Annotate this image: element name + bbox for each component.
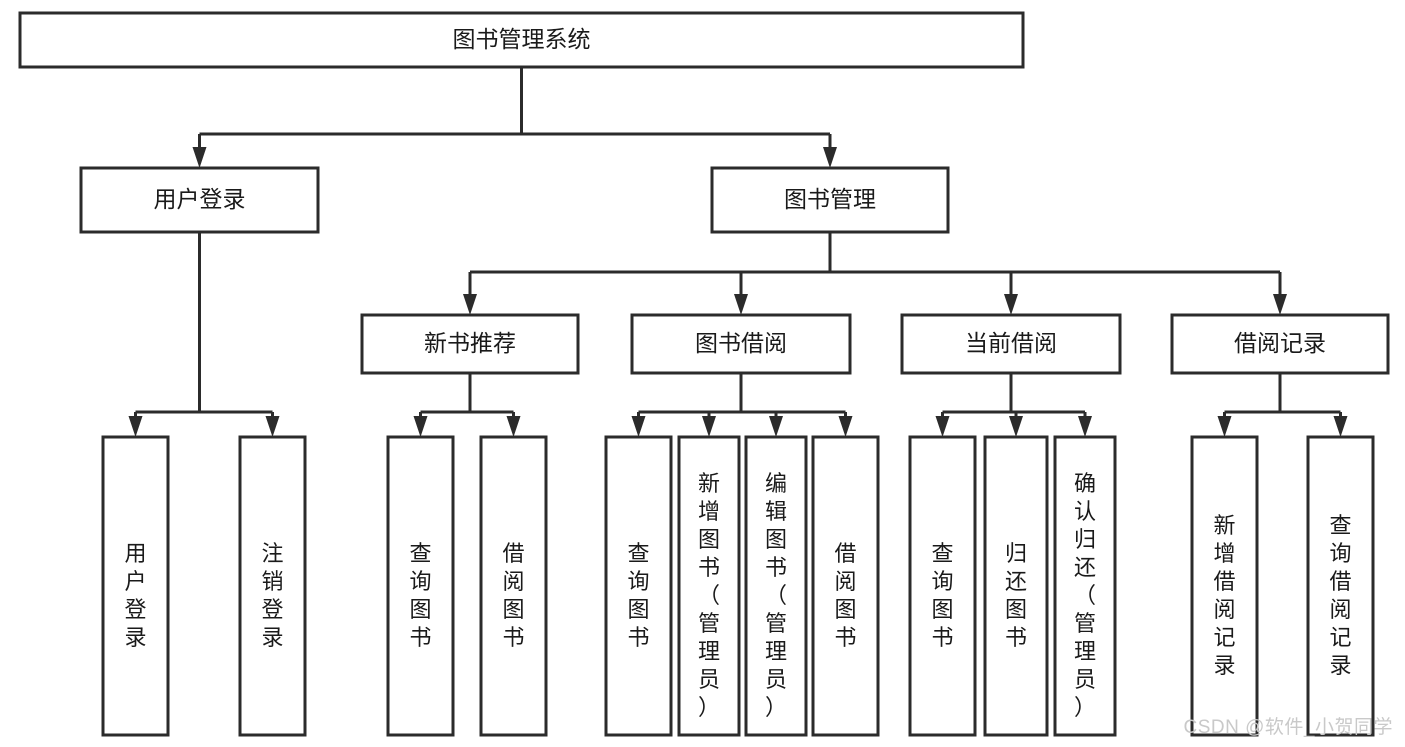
- conn-user-login-arrow-1: [265, 416, 280, 437]
- node-leaf-query-record-box[interactable]: [1306, 435, 1375, 737]
- node-current-borrow[interactable]: 当前借阅: [900, 313, 1122, 375]
- node-user-login-box[interactable]: [79, 166, 320, 234]
- node-book-manage-label: 图书管理: [784, 186, 876, 212]
- node-leaf-confirm-return[interactable]: 确认归还（管理员）: [1053, 435, 1117, 737]
- conn-book-manage-arrow-3: [1273, 294, 1287, 315]
- node-leaf-add-record[interactable]: 新增借阅记录: [1190, 435, 1259, 737]
- conn-book-manage-arrow-2: [1004, 294, 1018, 315]
- node-leaf-query-record[interactable]: 查询借阅记录: [1306, 435, 1375, 737]
- node-leaf-query-book-2[interactable]: 查询图书: [604, 435, 673, 737]
- node-leaf-query-book-1-label: 查询图书: [409, 541, 431, 650]
- node-leaf-edit-book-box[interactable]: [744, 435, 808, 737]
- conn-borrow-record-arrow-1: [1333, 416, 1348, 437]
- node-book-borrow-label: 图书借阅: [695, 330, 787, 356]
- node-leaf-return-book[interactable]: 归还图书: [983, 435, 1049, 737]
- node-leaf-user-login-box[interactable]: [101, 435, 170, 737]
- node-leaf-return-book-label: 归还图书: [1005, 541, 1027, 650]
- node-book-borrow-box[interactable]: [630, 313, 852, 375]
- node-leaf-borrow-book-2[interactable]: 借阅图书: [811, 435, 880, 737]
- node-leaf-query-book-3-box[interactable]: [908, 435, 977, 737]
- node-leaf-confirm-return-box[interactable]: [1053, 435, 1117, 737]
- node-leaf-user-login-label: 用户登录: [124, 541, 146, 650]
- conn-book-borrow-arrow-2: [769, 416, 783, 437]
- node-leaf-query-record-label: 查询借阅记录: [1329, 513, 1351, 678]
- conn-borrow-record-arrow-0: [1217, 416, 1232, 437]
- node-leaf-borrow-book-1-label: 借阅图书: [502, 541, 524, 650]
- node-leaf-logout[interactable]: 注销登录: [238, 435, 307, 737]
- nodes-layer: 图书管理系统用户登录图书管理新书推荐图书借阅当前借阅借阅记录用户登录注销登录查询…: [18, 11, 1390, 737]
- conn-current-borrow-arrow-2: [1078, 416, 1092, 437]
- conn-book-borrow-arrow-1: [702, 416, 716, 437]
- node-leaf-query-book-3-label: 查询图书: [931, 541, 953, 650]
- node-root-label: 图书管理系统: [453, 26, 591, 52]
- node-leaf-borrow-book-1-box[interactable]: [479, 435, 548, 737]
- node-user-login[interactable]: 用户登录: [79, 166, 320, 234]
- node-leaf-add-book-box[interactable]: [677, 435, 741, 737]
- conn-user-login-arrow-0: [128, 416, 143, 437]
- node-root-box[interactable]: [18, 11, 1025, 69]
- node-borrow-record-box[interactable]: [1170, 313, 1390, 375]
- conn-new-book-rec-arrow-0: [413, 416, 428, 437]
- node-book-borrow[interactable]: 图书借阅: [630, 313, 852, 375]
- node-book-manage[interactable]: 图书管理: [710, 166, 950, 234]
- node-leaf-query-book-2-box[interactable]: [604, 435, 673, 737]
- conn-current-borrow-arrow-1: [1009, 416, 1023, 437]
- node-user-login-label: 用户登录: [154, 186, 246, 212]
- node-leaf-borrow-book-2-label: 借阅图书: [834, 541, 856, 650]
- watermark-text: CSDN @软件_小贺同学: [1183, 717, 1393, 738]
- node-current-borrow-label: 当前借阅: [965, 330, 1057, 356]
- conn-book-manage-arrow-1: [734, 294, 748, 315]
- conn-book-manage-arrow-0: [463, 294, 477, 315]
- node-leaf-query-book-1-box[interactable]: [386, 435, 455, 737]
- node-leaf-borrow-book-1[interactable]: 借阅图书: [479, 435, 548, 737]
- node-leaf-borrow-book-2-box[interactable]: [811, 435, 880, 737]
- node-new-book-rec-box[interactable]: [360, 313, 580, 375]
- node-leaf-logout-label: 注销登录: [261, 541, 283, 650]
- node-leaf-logout-box[interactable]: [238, 435, 307, 737]
- node-leaf-add-record-box[interactable]: [1190, 435, 1259, 737]
- conn-book-borrow-arrow-3: [838, 416, 853, 437]
- node-current-borrow-box[interactable]: [900, 313, 1122, 375]
- node-leaf-add-record-label: 新增借阅记录: [1213, 513, 1235, 678]
- node-root[interactable]: 图书管理系统: [18, 11, 1025, 69]
- conn-root-arrow-1: [823, 147, 837, 168]
- node-book-manage-box[interactable]: [710, 166, 950, 234]
- node-new-book-rec-label: 新书推荐: [424, 330, 516, 356]
- node-leaf-query-book-1[interactable]: 查询图书: [386, 435, 455, 737]
- conn-current-borrow-arrow-0: [935, 416, 950, 437]
- node-leaf-edit-book[interactable]: 编辑图书（管理员）: [744, 435, 808, 737]
- node-leaf-confirm-return-label: 确认归还（管理员）: [1074, 471, 1096, 720]
- node-leaf-query-book-3[interactable]: 查询图书: [908, 435, 977, 737]
- node-leaf-add-book-label: 新增图书（管理员）: [698, 471, 720, 720]
- node-leaf-edit-book-label: 编辑图书（管理员）: [765, 471, 787, 720]
- node-leaf-add-book[interactable]: 新增图书（管理员）: [677, 435, 741, 737]
- node-borrow-record[interactable]: 借阅记录: [1170, 313, 1390, 375]
- node-leaf-query-book-2-label: 查询图书: [627, 541, 649, 650]
- node-leaf-return-book-box[interactable]: [983, 435, 1049, 737]
- conn-new-book-rec-arrow-1: [506, 416, 521, 437]
- node-borrow-record-label: 借阅记录: [1234, 330, 1326, 356]
- node-new-book-rec[interactable]: 新书推荐: [360, 313, 580, 375]
- conn-root-arrow-0: [192, 147, 207, 168]
- conn-book-borrow-arrow-0: [631, 416, 646, 437]
- connectors-layer: [128, 67, 1348, 437]
- node-leaf-user-login[interactable]: 用户登录: [101, 435, 170, 737]
